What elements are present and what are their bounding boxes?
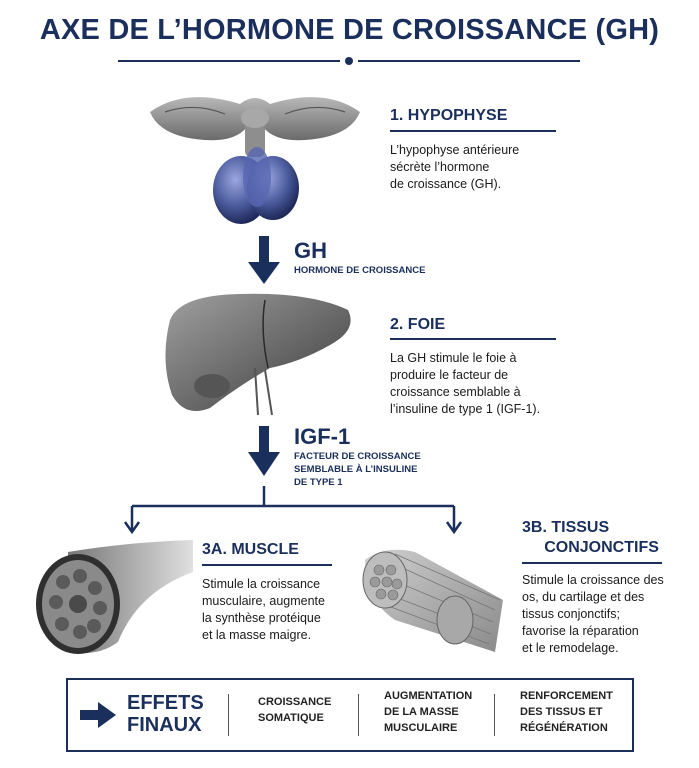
hormone-igf1-abbr: IGF-1 (294, 424, 351, 449)
stage-muscle-description: Stimule la croissance musculaire, augmen… (202, 577, 325, 642)
title-rule-dot (345, 57, 353, 65)
stage-hypophyse-description: L’hypophyse antérieure sécrète l’hormone… (390, 143, 520, 191)
effects-box: EFFETS FINAUX CROISSANCE SOMATIQUE AUGME… (66, 678, 634, 752)
arrow-down-icon (248, 236, 280, 284)
stage-hypophyse-title: 1. HYPOPHYSE (390, 107, 508, 124)
hormone-gh-abbr: GH (294, 238, 327, 263)
stage-tissus-rule (522, 562, 662, 564)
branch-connector (123, 486, 463, 535)
pituitary-gland-illustration (150, 97, 360, 224)
stage-foie-description: La GH stimule le foie à produire le fact… (390, 351, 541, 416)
stage-foie-rule (390, 338, 556, 340)
arrow-down-icon-2 (248, 426, 280, 476)
effect-item-3: RENFORCEMENT DES TISSUS ET RÉGÉNÉRATION (520, 690, 613, 734)
stage-foie-title: 2. FOIE (390, 316, 446, 333)
arrow-right-icon (80, 702, 116, 728)
stage-tissus-title: 3B. TISSUS CONJONCTIFS (522, 519, 659, 556)
connective-tissue-illustration (362, 549, 503, 652)
effect-item-2: AUGMENTATION DE LA MASSE MUSCULAIRE (384, 690, 473, 734)
hormone-igf1-full: FACTEUR DE CROISSANCE SEMBLABLE À L’INSU… (294, 451, 421, 488)
effects-heading: EFFETS FINAUX (127, 692, 204, 736)
effects-separator-3 (494, 694, 495, 736)
stage-muscle-rule (202, 564, 332, 566)
title-rule-left (118, 60, 340, 62)
effect-item-1: CROISSANCE SOMATIQUE (258, 696, 332, 724)
hormone-gh-full: HORMONE DE CROISSANCE (294, 265, 426, 276)
page-title: AXE DE L’HORMONE DE CROISSANCE (GH) (39, 14, 660, 46)
stage-hypophyse-rule (390, 130, 556, 132)
title-rule-right (358, 60, 580, 62)
effects-separator-2 (358, 694, 359, 736)
stage-muscle-title: 3A. MUSCLE (202, 541, 299, 558)
stage-tissus-description: Stimule la croissance des os, du cartila… (522, 573, 664, 655)
effects-separator-1 (228, 694, 229, 736)
muscle-cross-section-illustration (36, 540, 193, 654)
liver-illustration (165, 293, 351, 416)
